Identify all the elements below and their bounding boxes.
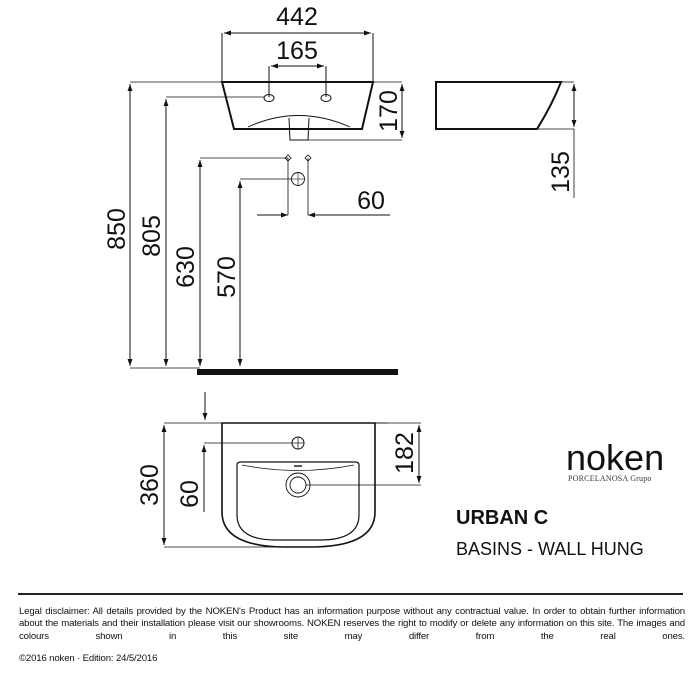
- product-category: BASINS - WALL HUNG: [456, 539, 644, 559]
- dim-rim-height: 850: [103, 208, 131, 250]
- dim-waste-depth: 182: [391, 432, 419, 474]
- plan-view: [161, 392, 422, 548]
- dim-supply-height: 630: [172, 246, 200, 288]
- product-title: URBAN C: [456, 507, 549, 529]
- footer-divider: [18, 593, 683, 595]
- dim-side-height: 135: [547, 151, 575, 193]
- front-elevation: [127, 30, 577, 375]
- dim-tap-height: 805: [138, 215, 166, 257]
- brand-logo: noken: [566, 437, 665, 478]
- dim-tap-hole-depth: 60: [176, 480, 204, 508]
- brand-group: PORCELANOSA Grupo: [568, 474, 652, 483]
- copyright-edition: ©2016 noken · Edition: 24/5/2016: [19, 653, 158, 664]
- dim-tap-spacing: 165: [276, 37, 318, 65]
- dim-supply-spacing: 60: [357, 187, 385, 215]
- dim-front-height: 170: [375, 90, 403, 132]
- legal-disclaimer: Legal disclaimer: All details provided b…: [19, 606, 685, 642]
- dim-overall-width: 442: [276, 3, 318, 31]
- dim-overall-depth: 360: [136, 464, 164, 506]
- dim-waste-height: 570: [213, 256, 241, 298]
